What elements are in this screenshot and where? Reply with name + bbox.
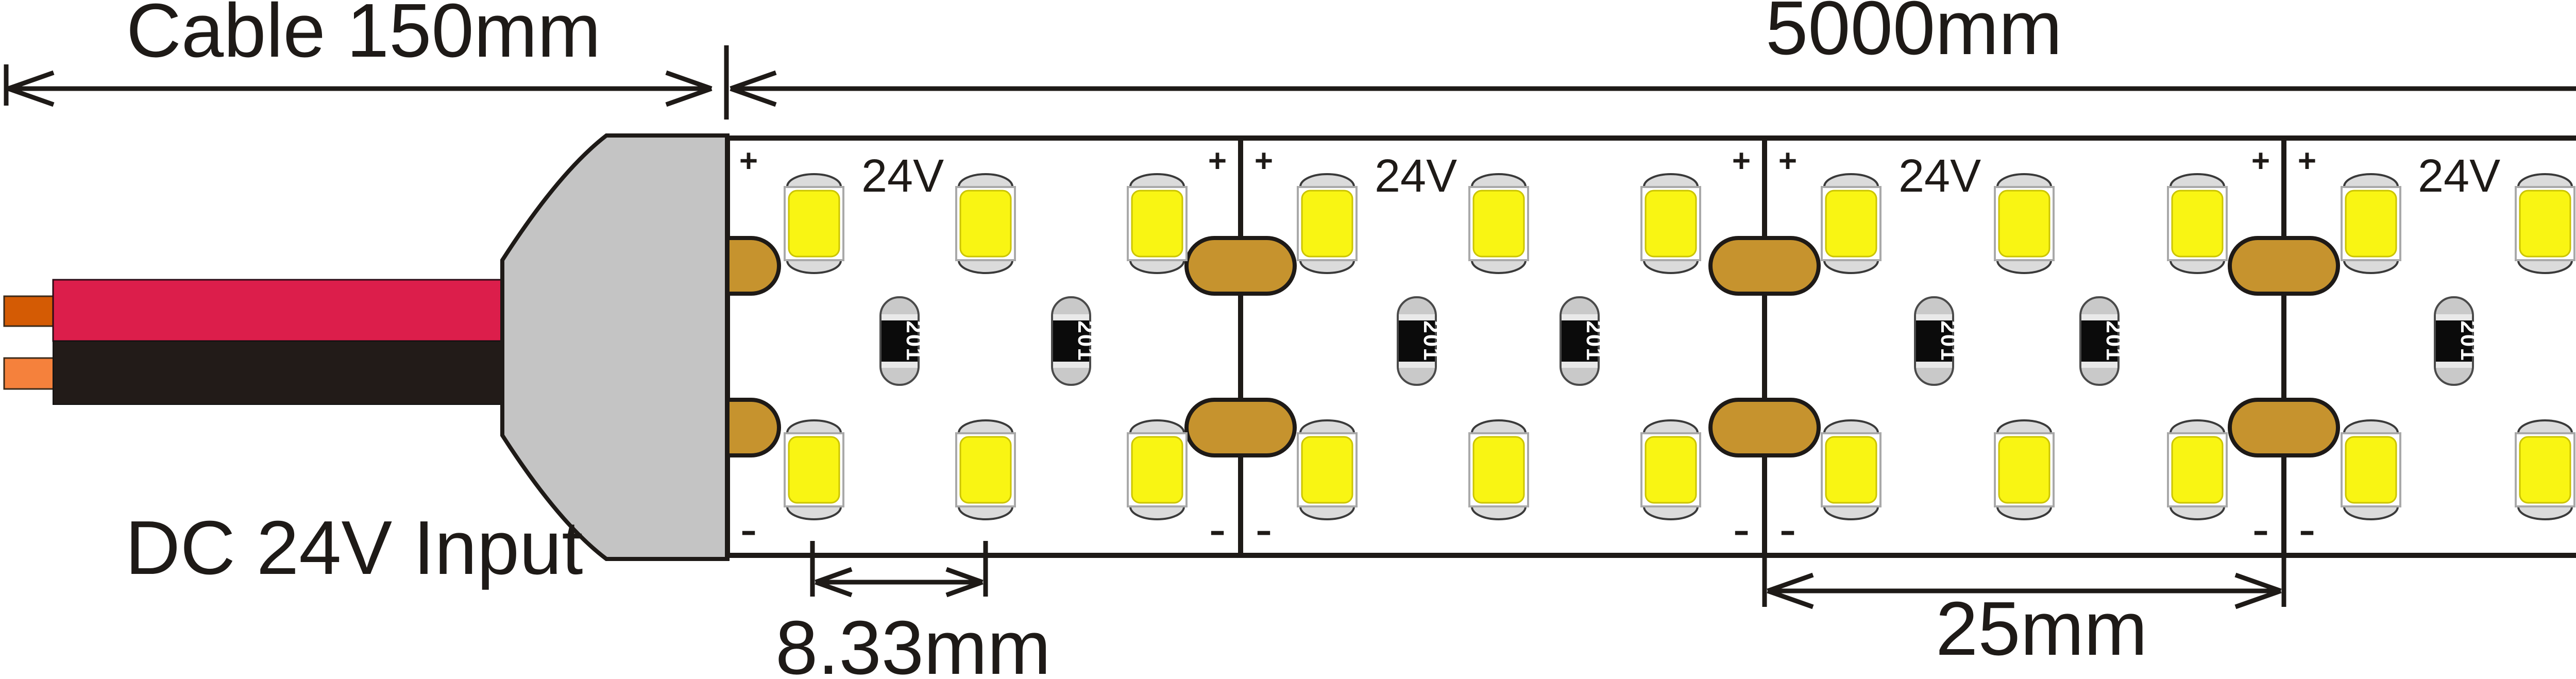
polarity-plus-mark: +	[2298, 143, 2316, 179]
led-top-row	[1821, 173, 1882, 274]
led-bottom-row	[1640, 419, 1701, 520]
polarity-plus-mark: +	[739, 143, 758, 179]
cable-dimension-label: Cable 150mm	[126, 0, 601, 73]
led-top-row	[955, 173, 1016, 274]
polarity-minus-mark: -	[2298, 500, 2315, 558]
polarity-plus-mark: +	[2251, 143, 2270, 179]
wire-black	[53, 341, 505, 405]
led-top-row	[1640, 173, 1701, 274]
polarity-minus-mark: -	[1255, 500, 1272, 558]
led-top-row	[2167, 173, 2228, 274]
led-bottom-row	[1994, 419, 2055, 520]
led-top-row	[2341, 173, 2401, 274]
polarity-minus-mark: -	[1779, 500, 1796, 558]
input-cable	[3, 279, 506, 405]
segment-voltage-label: 24V	[861, 150, 944, 202]
led-bottom-row	[1468, 419, 1529, 520]
led-top-row	[1297, 173, 1358, 274]
segment-dim-arrow-left	[1767, 572, 1814, 609]
polarity-minus-mark: -	[740, 500, 757, 558]
led-bottom-row	[1127, 419, 1188, 520]
segment-voltage-label: 24V	[2418, 150, 2500, 202]
wire-tip-negative	[3, 357, 55, 390]
wire-tip-positive	[3, 295, 55, 327]
polarity-plus-mark: +	[1255, 143, 1273, 179]
solder-pad-start-top	[725, 236, 781, 296]
segment-length-label: 25mm	[1936, 586, 2148, 671]
dimension-lines	[4, 45, 2576, 609]
segment-dim-arrow-right	[2234, 572, 2282, 609]
resistor-code-label: 201	[2102, 320, 2127, 361]
solder-pad	[1184, 398, 1297, 457]
cable-dim-arrow-left	[7, 70, 55, 107]
polarity-minus-mark: -	[1733, 500, 1750, 558]
resistor-components: 201201201201201201201201201	[879, 296, 2481, 386]
pitch-dim-arrow-right	[945, 567, 984, 598]
solder-pad	[1708, 398, 1821, 457]
led-top-row	[1994, 173, 2055, 274]
led-pitch-label: 8.33mm	[775, 605, 1051, 679]
pitch-dim-arrow-left	[815, 567, 853, 598]
led-top-row	[784, 173, 844, 274]
led-bottom-row	[955, 419, 1016, 520]
led-bottom-row	[2167, 419, 2228, 520]
polarity-plus-mark: +	[1778, 143, 1797, 179]
resistor-code-label: 201	[2456, 320, 2481, 361]
dc-input-label: DC 24V Input	[125, 505, 583, 590]
led-top-row	[1127, 173, 1188, 274]
resistor-code-label: 201	[1936, 320, 1961, 361]
strip-labels: 24V24V24V24V24V+-+-+-+-+-+-+-+-+-+-	[739, 143, 2500, 558]
solder-pad	[1184, 236, 1297, 296]
polarity-minus-mark: -	[2252, 500, 2269, 558]
resistor-code-label: 201	[1073, 320, 1098, 361]
cable-dim-arrow-right	[665, 70, 713, 107]
resistor-code-label: 201	[1582, 320, 1607, 361]
connector-body	[500, 133, 730, 561]
resistor-code-label: 201	[902, 320, 927, 361]
solder-pad	[1708, 236, 1821, 296]
total-dim-arrow-left	[730, 70, 777, 107]
segment-voltage-label: 24V	[1899, 150, 1981, 202]
led-bottom-row	[2341, 419, 2401, 520]
segment-boundaries	[1238, 141, 2286, 553]
led-top-row	[1468, 173, 1529, 274]
polarity-minus-mark: -	[1209, 500, 1226, 558]
end-solder-pads	[725, 236, 781, 457]
solder-pad-start-bottom	[725, 398, 781, 457]
segment-voltage-label: 24V	[1375, 150, 1457, 202]
led-bottom-row	[2515, 419, 2575, 520]
led-bottom-row	[1821, 419, 1882, 520]
total-length-label: 5000mm	[1766, 0, 2062, 71]
led-top-row	[2515, 173, 2575, 274]
solder-pads	[1184, 236, 2340, 457]
polarity-plus-mark: +	[1208, 143, 1227, 179]
resistor-code-label: 201	[1419, 320, 1444, 361]
led-bottom-row	[1297, 419, 1358, 520]
solder-pad	[2228, 398, 2340, 457]
wire-red	[52, 279, 506, 342]
solder-pad	[2228, 236, 2340, 296]
led-bottom-row	[784, 419, 844, 520]
polarity-plus-mark: +	[1732, 143, 1751, 179]
